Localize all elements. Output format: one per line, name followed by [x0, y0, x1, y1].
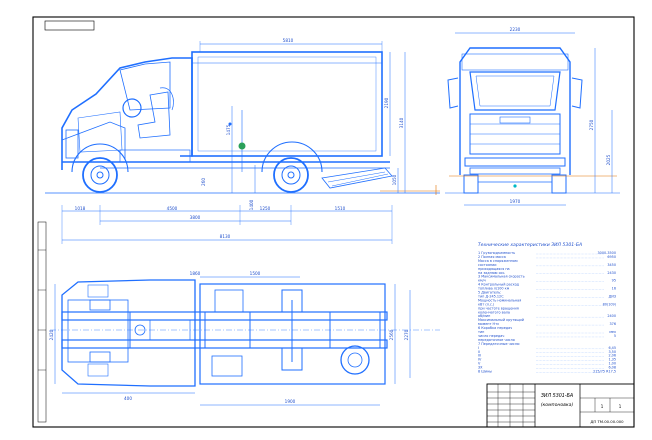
spec-row-label: передаточное число [478, 338, 515, 342]
spec-row-label: топлива л/100 км [478, 287, 510, 291]
top-dim-b: 1860 [190, 271, 201, 276]
top-dim-a: 400 [124, 396, 132, 401]
spec-row-label: состоянии [478, 263, 497, 267]
top-dim-e: 2270 [404, 329, 409, 340]
front-wheel [71, 143, 129, 193]
sheet-frame [32, 16, 635, 428]
title-name: ЗИЛ 5301-БА [541, 393, 573, 399]
top-dim-d: 2560 [389, 329, 394, 340]
spec-row-label: III [478, 354, 481, 358]
spec-row-label: Масса в снаряженном [478, 259, 518, 263]
spec-row-label: тип Д-245.12С [478, 294, 504, 298]
spec-row-label: IV [478, 358, 482, 362]
spec-rows: 1 Грузоподъемность 3000-3500 2 Полная масс… [478, 251, 617, 374]
title-sheet: 1 [601, 404, 604, 409]
spec-row-label: 1 Грузоподъемность [478, 251, 515, 255]
dim-bot1: 1018 [75, 206, 86, 211]
top-view: 400 1860 1500 2560 2270 2420 1900 [49, 271, 440, 406]
title-sheets: 1 [619, 404, 622, 409]
spec-row-value: 6,08 [608, 366, 616, 370]
spec-row-value: 215/75 R17,5 [593, 370, 616, 374]
spec-row-label: об/мин [478, 314, 490, 318]
spec-row-value: мех [609, 330, 616, 334]
front-dim-track: 1970 [510, 199, 521, 204]
spec-row-value: 16 [612, 287, 616, 291]
spec-row-value: 3000-3500 [598, 251, 616, 255]
spec-row-value: 6,45 [608, 346, 616, 350]
spec-row-label: приходящаяся на [478, 267, 510, 271]
title-block: ЗИЛ 5301-БА (компоновка) 1 1 ДП ТМ.00.00… [486, 383, 635, 428]
spec-row-label: км/ч [478, 279, 486, 283]
spec-row-value: 80(109) [603, 302, 617, 306]
spec-row-label: 3 Максимальная скорость [478, 275, 525, 279]
dim-mid-height: 1475 [226, 124, 231, 135]
spec-row-label: на заднюю ось [478, 271, 505, 275]
spec-row-value: 1,00 [608, 362, 616, 366]
spec-row-value: 2400 [607, 314, 616, 318]
dim-total-length: 8130 [220, 234, 231, 239]
front-dim-width: 2230 [510, 27, 521, 32]
dim-body-height: 2190 [384, 97, 389, 108]
steering-wheel [122, 98, 142, 118]
top-dim-f: 2420 [49, 329, 54, 340]
spec-row-label: при частоте вращения [478, 306, 519, 310]
front-cyan-marker [513, 184, 517, 188]
spec-row-label: кВт (л.с.) [478, 302, 495, 306]
dim-low-a: 1400 [249, 199, 254, 210]
spec-row-label: II [478, 350, 480, 354]
spec-row-label: 8 Шины [478, 370, 492, 374]
front-dim-height: 2750 [589, 119, 594, 130]
spec-row-value: ДИЗ [609, 294, 616, 298]
spec-title: Технические характеристики ЗИЛ 5301-БА [478, 242, 582, 248]
dim-bot3: 1250 [260, 206, 271, 211]
spec-row-label: 4 Контрольный расход [478, 283, 520, 287]
cargo-body [191, 51, 383, 157]
dim-bot2: 4500 [167, 206, 178, 211]
dim-bot4: 1510 [335, 206, 346, 211]
spec-row-label: число передач [478, 334, 504, 338]
side-view: 5810 2190 3140 1475 1400 1050 260 1018 4… [45, 38, 440, 244]
front-view: 2230 2750 2025 1970 [445, 27, 620, 206]
dim-low-b: 1050 [392, 174, 397, 185]
spec-row-value: 3,50 [608, 350, 616, 354]
spec-row-value: 6950 [607, 255, 616, 259]
spec-row-value: 2,06 [608, 354, 616, 358]
spec-row-label: 2 Полная масса [478, 255, 506, 259]
spec-table: Технические характеристики ЗИЛ 5301-БА 1… [478, 242, 617, 374]
spec-row-label: V [478, 362, 481, 366]
dim-ground: 260 [201, 178, 206, 186]
dim-overall-height: 3140 [399, 117, 404, 128]
spec-row-label: Максимальный крутящий [478, 318, 524, 322]
spec-row-value: 95 [612, 279, 616, 283]
spec-row-value: 5 [614, 334, 616, 338]
spec-row-label: 6 Коробка передач [478, 326, 512, 330]
cab [61, 57, 193, 170]
front-dim-height-low: 2025 [606, 154, 611, 165]
rear-wheel [261, 141, 323, 193]
dim-wheelbase: 3800 [190, 215, 201, 220]
spec-row-value: 376 [610, 322, 616, 326]
spec-row-label: 7 Передаточные числа: [478, 342, 520, 346]
spec-row-value: 1,35 [608, 358, 616, 362]
spec-row-label: ЗХ [478, 366, 483, 370]
spec-row-value: 2430 [607, 271, 616, 275]
spec-row-label: Мощность номинальная [478, 298, 521, 302]
spec-row-label: коленчатого вала [478, 310, 510, 314]
top-dim-g: 1900 [285, 399, 296, 404]
top-dim-c: 1500 [250, 271, 261, 276]
spec-row-label: тип [478, 330, 484, 334]
spec-row-label: 5 Двигатель: [478, 291, 501, 295]
title-subname: (компоновка) [541, 402, 574, 408]
green-marker [238, 142, 246, 150]
spec-row-label: момент Н·м [478, 322, 499, 326]
title-code: ДП ТМ.00.00.000 [590, 419, 624, 424]
dim-top-length: 5810 [283, 38, 294, 43]
spec-row-value: 3450 [607, 263, 616, 267]
spec-row-label: I [478, 346, 479, 350]
